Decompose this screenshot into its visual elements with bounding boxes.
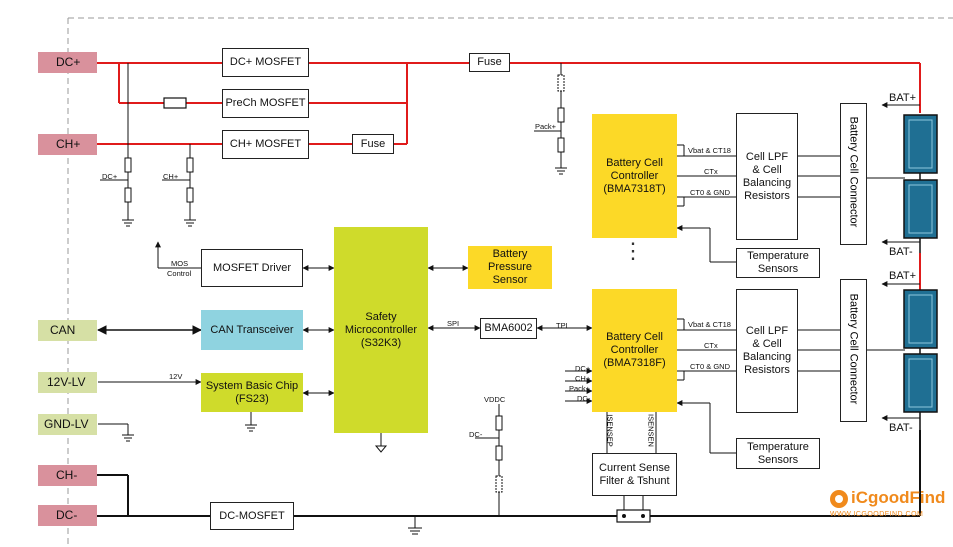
bat-minus-label-2: BAT- <box>889 422 913 434</box>
ground-main <box>408 516 422 535</box>
input-dc-plus-label: DC+ <box>575 364 591 373</box>
battery-cell-connector-top: Battery Cell Connector <box>840 103 867 245</box>
ch-plus-mosfet: CH+ MOSFET <box>222 130 309 159</box>
dc-plus-mosfet: DC+ MOSFET <box>222 48 309 77</box>
ctx-label-bottom: CTx <box>704 341 718 350</box>
temperature-sensors-bottom: Temperature Sensors <box>736 438 820 469</box>
bat-plus-label-1: BAT+ <box>889 92 917 104</box>
bat-plus-label-2: BAT+ <box>889 270 917 282</box>
connector-gnd-lv: GND-LV <box>38 414 97 435</box>
cell-lpf-balancing-top: Cell LPF & Cell Balancing Resistors <box>736 113 798 240</box>
battery-cell-connector-top-label: Battery Cell Connector <box>847 116 860 228</box>
can-transceiver: CAN Transceiver <box>201 310 303 350</box>
hv-negative-bus <box>97 430 921 517</box>
connector-dc-minus: DC- <box>38 505 97 526</box>
isensep-label: ISENSEP <box>605 414 615 447</box>
connector-dc-plus: DC+ <box>38 52 97 73</box>
connector-12v-lv: 12V-LV <box>38 372 97 393</box>
ch-plus-divider-label: CH+ <box>163 172 179 181</box>
cell-lpf-balancing-bottom: Cell LPF & Cell Balancing Resistors <box>736 289 798 413</box>
precharge-resistor <box>163 97 187 109</box>
pack-plus-divider <box>534 63 567 175</box>
control-label: Control <box>167 269 192 278</box>
ch-plus-divider <box>162 144 196 227</box>
battery-cells <box>903 114 938 413</box>
input-pack-plus-label: Pack+ <box>569 384 591 393</box>
battery-cell-controller-top: Battery Cell Controller (BMA7318T) <box>592 114 677 238</box>
connector-ch-plus: CH+ <box>38 134 97 155</box>
dc-plus-divider-label: DC+ <box>102 172 118 181</box>
pack-plus-divider-label: Pack+ <box>535 122 557 131</box>
input-ch-plus-label: CH+ <box>575 374 591 383</box>
battery-cell-connector-bottom-label: Battery Cell Connector <box>847 293 860 405</box>
dc-minus-divider <box>475 404 503 516</box>
mos-label: MOS <box>171 259 189 268</box>
safety-microcontroller: Safety Microcontroller (S32K3) <box>334 227 428 433</box>
vbat-ct18-label-top: Vbat & CT18 <box>688 146 731 155</box>
battery-cell-controller-bottom: Battery Cell Controller (BMA7318F) <box>592 289 677 412</box>
ct0-gnd-label-top: CT0 & GND <box>690 188 731 197</box>
vbat-ct18-label-bottom: Vbat & CT18 <box>688 320 731 329</box>
spi-label: SPI <box>447 319 460 328</box>
precharge-mosfet: PreCh MOSFET <box>222 89 309 118</box>
ct0-gnd-label-bottom: CT0 & GND <box>690 362 731 371</box>
watermark-logo-icon <box>830 490 848 508</box>
watermark-brand: iCgoodFind <box>851 488 946 507</box>
dc-minus-mosfet: DC-MOSFET <box>210 502 294 530</box>
watermark-url: WWW.ICGOODFIND.COM <box>830 511 924 518</box>
temperature-sensors-top: Temperature Sensors <box>736 248 820 278</box>
input-dc-minus-label: DC- <box>577 394 591 403</box>
shunt-resistor <box>616 509 651 523</box>
fuse-charge: Fuse <box>352 134 394 154</box>
bat-minus-label-1: BAT- <box>889 246 913 258</box>
fuse-main: Fuse <box>469 53 510 72</box>
vddc-label: VDDC <box>484 395 506 404</box>
isensen-label: ISENSEN <box>646 414 656 447</box>
bma6002: BMA6002 <box>480 318 537 339</box>
mosfet-driver: MOSFET Driver <box>201 249 303 287</box>
current-sense-filter: Current Sense Filter & Tshunt <box>592 453 677 496</box>
battery-cell-connector-bottom: Battery Cell Connector <box>840 279 867 422</box>
battery-pressure-sensor: Battery Pressure Sensor <box>468 246 552 289</box>
dc-plus-divider <box>100 63 134 227</box>
connector-ch-minus: CH- <box>38 465 97 486</box>
system-basis-chip: System Basic Chip (FS23) <box>201 373 303 412</box>
dc-minus-divider-label: DC- <box>469 430 483 439</box>
12v-label: 12V <box>169 372 183 381</box>
ellipsis-stack: ⋮ <box>622 238 644 263</box>
connector-can: CAN <box>38 320 97 341</box>
ctx-label-top: CTx <box>704 167 718 176</box>
tpl-label: TPL <box>556 321 570 330</box>
